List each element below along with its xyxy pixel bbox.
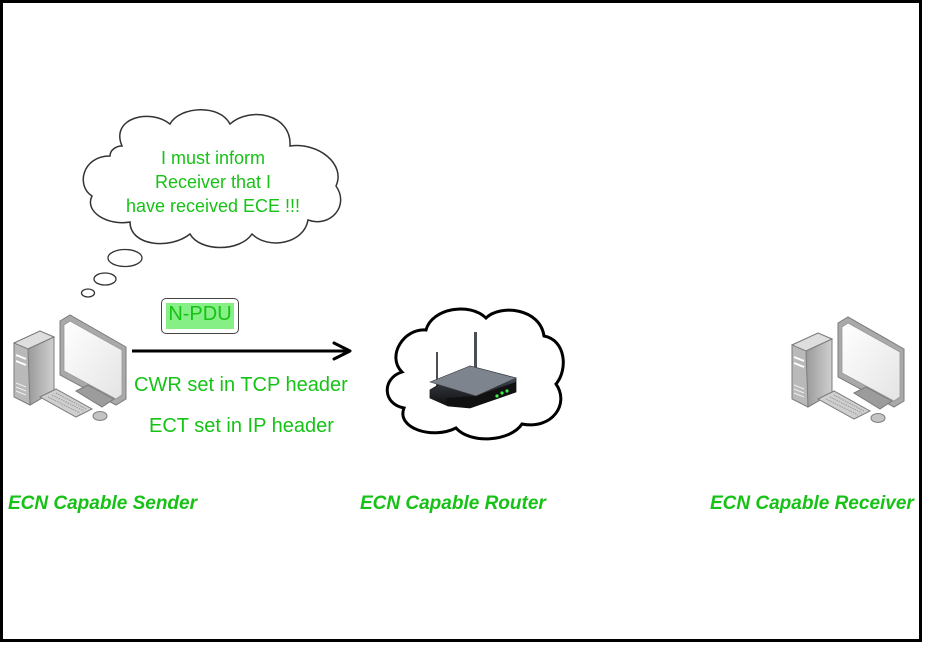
tcp-header-note: CWR set in TCP header xyxy=(134,374,348,396)
thought-line-2: Receiver that I xyxy=(154,172,272,192)
wireless-router-icon xyxy=(429,332,517,409)
thought-cloud xyxy=(82,109,342,249)
thought-line-1: I must inform xyxy=(160,148,266,168)
packet-arrow xyxy=(132,341,352,361)
thought-bubble-small xyxy=(80,288,96,298)
thought-bubble-large xyxy=(107,248,143,268)
sender-caption: ECN Capable Sender xyxy=(8,493,197,514)
packet-label: N-PDU xyxy=(168,303,232,325)
receiver-computer-icon xyxy=(790,315,906,424)
sender-computer-icon xyxy=(12,313,128,422)
ip-header-note: ECT set in IP header xyxy=(149,415,334,437)
packet-label-fill xyxy=(166,303,234,329)
router-caption: ECN Capable Router xyxy=(360,493,546,514)
packet-label-box: N-PDU xyxy=(161,298,239,334)
thought-bubble-medium xyxy=(93,272,117,286)
thought-line-3: have received ECE !!! xyxy=(125,196,301,216)
thought-text: I must inform Receiver that I have recei… xyxy=(100,146,326,218)
receiver-caption: ECN Capable Receiver xyxy=(710,493,914,514)
